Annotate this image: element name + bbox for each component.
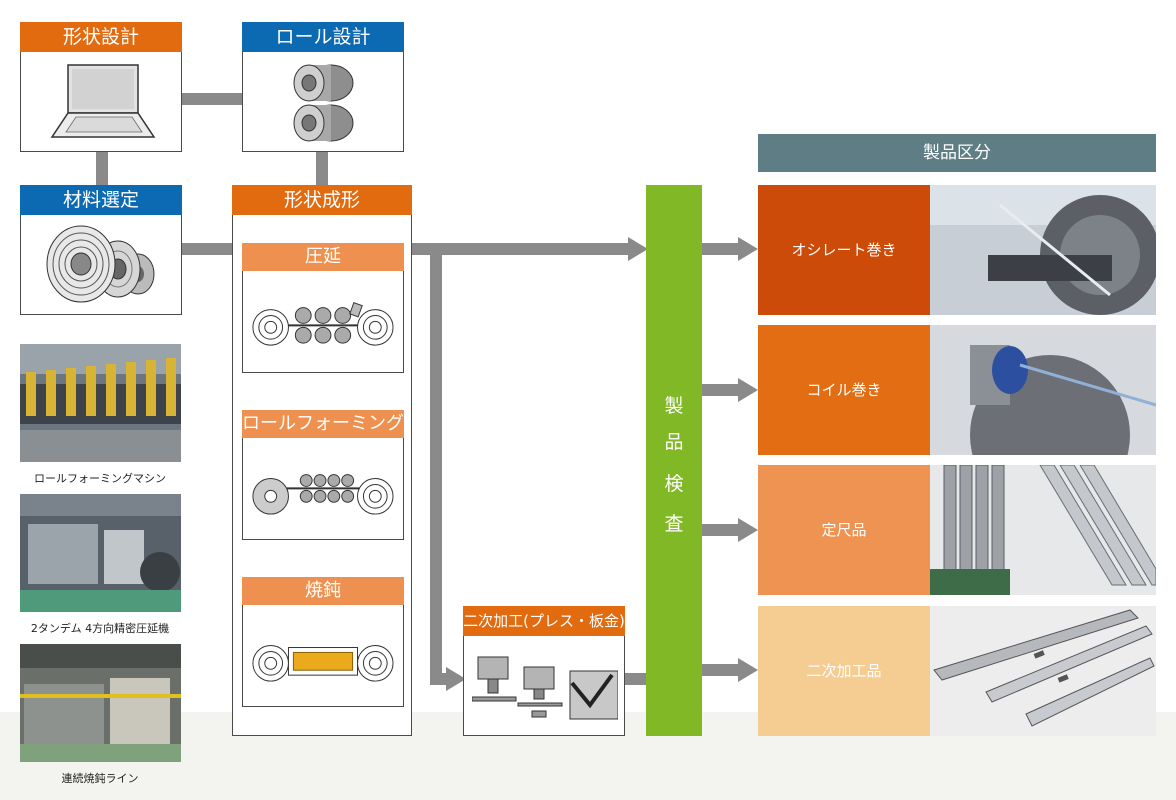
photo-continuous-annealing-line [20,644,181,762]
arrow-to-inspection [628,237,648,261]
roll-forming-process-icon [252,474,394,515]
caption-continuous-annealing-line: 連続焼鈍ライン [61,772,139,785]
laptop-icon [50,64,156,138]
inspection-char: 製 [664,395,684,417]
connector-to-category-3 [700,524,740,536]
arrow-to-category-4 [738,658,758,682]
inspection-char: 査 [664,513,684,535]
connector-secondary-to-inspection [624,673,648,685]
shape-design-box: 形状設計 [20,22,182,152]
arrow-to-category-1 [738,237,758,261]
photo-oscillate-winding [930,185,1156,315]
arrow-to-category-3 [738,518,758,542]
connector-design-to-material [96,150,108,186]
inspection-char: 検 [664,473,684,495]
roll-design-title: ロール設計 [242,22,404,52]
coils-icon [46,225,155,303]
rolling-box: 圧延 [242,243,404,373]
category-fixed-length: 定尺品 [758,465,930,595]
category-coil: コイル巻き [758,325,930,455]
rolls-icon [293,64,354,142]
photo-tandem-rolling-mill [20,494,181,612]
connector-forming-to-inspection [410,243,634,255]
material-selection-box: 材料選定 [20,185,182,315]
product-inspection-bar: 製 品 検 査 [646,185,702,736]
connector-branch-down [430,243,442,685]
photo-fixed-length-products [930,465,1156,595]
arrow-to-secondary [446,667,466,691]
caption-tandem-rolling-mill: 2タンデム 4方向精密圧延機 [30,622,170,635]
category-secondary-products: 二次加工品 [758,606,930,736]
category-header: 製品区分 [758,134,1156,172]
roll-design-box: ロール設計 [242,22,404,152]
annealing-title: 焼鈍 [242,577,404,605]
photo-secondary-products [930,606,1156,736]
rolling-process-icon [252,302,394,346]
connector-material-to-forming [180,243,234,255]
photo-coil-winding [930,325,1156,455]
arrow-to-category-2 [738,378,758,402]
shape-forming-title: 形状成形 [232,185,412,215]
annealing-process-icon [252,645,394,682]
caption-roll-forming-machine: ロールフォーミングマシン [34,472,166,485]
annealing-box: 焼鈍 [242,577,404,707]
roll-forming-title: ロールフォーミング [242,410,404,438]
secondary-processing-box: 二次加工(プレス・板金) [463,606,625,736]
rolling-title: 圧延 [242,243,404,271]
connector-to-category-1 [700,243,740,255]
category-oscillate: オシレート巻き [758,185,930,315]
connector-design-to-roll [180,93,244,105]
shape-design-title: 形状設計 [20,22,182,52]
inspection-char: 品 [664,431,684,453]
roll-forming-box: ロールフォーミング [242,410,404,540]
photo-roll-forming-machine [20,344,181,462]
connector-roll-to-forming [316,150,328,186]
connector-to-category-4 [700,664,740,676]
connector-to-category-2 [700,384,740,396]
material-selection-title: 材料選定 [20,185,182,215]
secondary-processing-title: 二次加工(プレス・板金) [463,606,625,636]
press-icon [472,656,618,720]
